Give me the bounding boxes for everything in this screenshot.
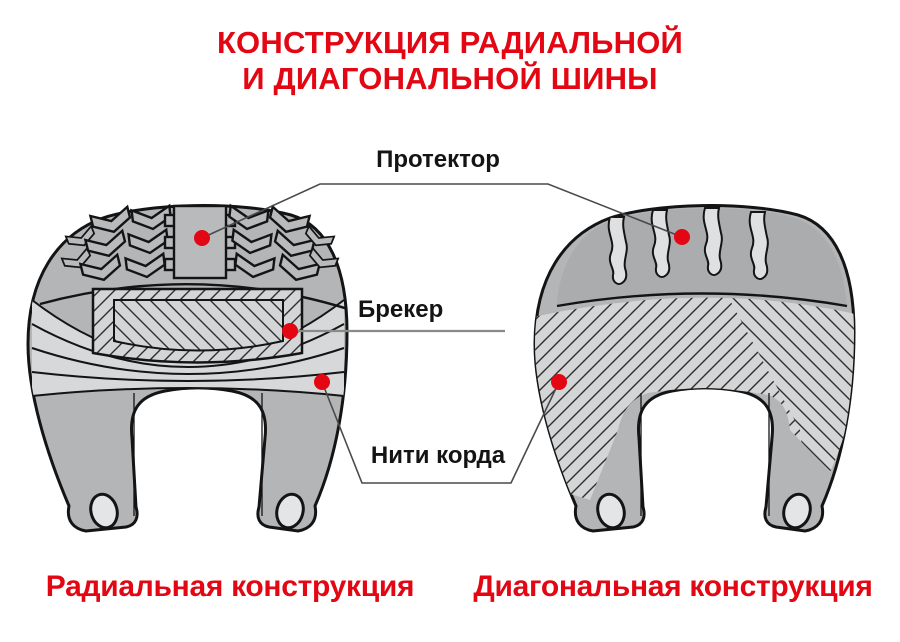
tread-band-edge	[556, 292, 848, 308]
tread-groove	[607, 216, 628, 285]
tread-band	[557, 208, 847, 306]
marker-dot-cords-right	[551, 374, 567, 390]
page-title: КОНСТРУКЦИЯ РАДИАЛЬНОЙ И ДИАГОНАЛЬНОЙ ШИ…	[0, 25, 900, 97]
rim-seat-lines	[640, 393, 770, 516]
page-title-line1: КОНСТРУКЦИЯ РАДИАЛЬНОЙ	[216, 25, 684, 60]
shoulder-separator-line	[39, 283, 347, 311]
cord-arc	[31, 387, 345, 397]
breaker-inner-hatch	[113, 299, 284, 352]
tread-groove	[702, 207, 723, 276]
marker-dot-tread-right	[674, 229, 690, 245]
bead-hole-right	[275, 492, 305, 530]
bead-hole-right	[782, 492, 812, 530]
caption-diagonal-construction: Диагональная конструкция	[473, 570, 873, 603]
bead-hole-left	[596, 492, 626, 530]
diagonal-tire-illustration	[533, 204, 856, 533]
cords-label: Нити корда	[370, 442, 506, 469]
marker-dot-tread-left	[194, 230, 210, 246]
bead-hole-left	[89, 492, 119, 530]
cord-arc	[31, 347, 345, 375]
marker-dots	[194, 229, 690, 390]
cord-arc	[31, 371, 345, 382]
tread-label: Протектор	[376, 146, 500, 173]
tread-groove	[748, 211, 769, 280]
diagonal-tire-inner	[535, 207, 854, 500]
cord-band-fill	[32, 300, 344, 396]
leader-line-cords	[321, 381, 560, 484]
page-title-line2: И ДИАГОНАЛЬНОЙ ШИНЫ	[242, 61, 658, 96]
breaker-label: Брекер	[358, 296, 444, 323]
radial-tire-illustration	[26, 204, 349, 533]
caption-radial-construction: Радиальная конструкция	[45, 570, 415, 603]
breaker-belt	[91, 287, 304, 364]
leader-lines	[201, 183, 683, 484]
rim-seat-lines	[133, 393, 263, 516]
bias-hatch-right	[718, 297, 854, 500]
marker-dot-cords-left	[314, 374, 330, 390]
leader-line-tread	[201, 183, 683, 239]
marker-dot-breaker	[282, 323, 298, 339]
